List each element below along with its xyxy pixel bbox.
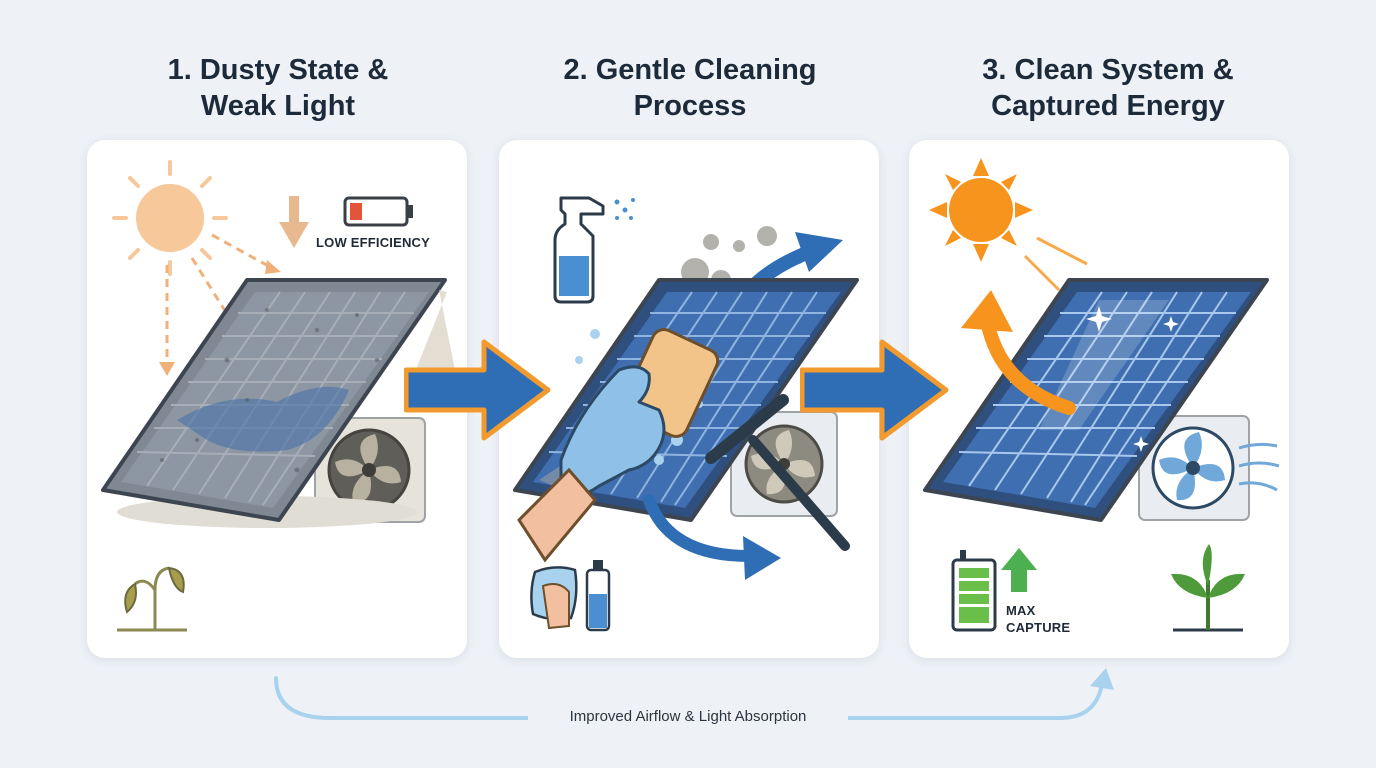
cloth-icon [530,566,578,630]
healthy-plant-icon [1171,544,1245,632]
down-arrow-icon [279,196,309,248]
solar-panel-icon [101,278,455,522]
step-1-title-line-1: 1. Dusty State & [167,54,389,86]
footer-flow-arrow [274,668,1114,720]
flow-arrow-2-to-3 [800,339,949,441]
strong-light-ray [1023,236,1088,292]
cleaner-bottle-icon [585,560,611,632]
step-2-title: 2. Gentle Cleaning Process [500,52,880,124]
fan-icon [314,417,426,523]
step-1-title-line-2: Weak Light [200,90,356,122]
curved-arrow-icon-lower [643,494,781,580]
max-capture-label-line-1: MAX [1006,603,1036,618]
weak-light-ray [165,233,273,371]
wilted-plant-icon [117,566,187,632]
spray-bottle-icon [553,196,635,304]
step-3-title-line-1: 3. Clean System & [982,54,1234,86]
battery-full-icon [951,550,997,632]
glove-icon [517,365,666,563]
max-capture-label: MAX CAPTURE [1006,602,1070,636]
footer-caption: Improved Airflow & Light Absorption [528,708,848,725]
airflow-icon [1238,442,1280,492]
step-3-title-line-2: Captured Energy [991,90,1225,122]
low-efficiency-label: LOW EFFICIENCY [316,235,431,250]
fan-icon [1138,415,1250,521]
battery-low-icon [343,196,413,227]
energy-arrow-icon [961,290,1076,415]
max-capture-label-line-2: CAPTURE [1006,620,1071,635]
sun-icon [112,160,228,276]
step-1-title: 1. Dusty State & Weak Light [88,52,468,124]
sun-icon [929,158,1033,262]
step-2-title-line-2: Process [633,90,747,122]
flow-arrow-1-to-2 [404,339,551,441]
step-2-title-line-1: 2. Gentle Cleaning [563,54,817,86]
step-3-title: 3. Clean System & Captured Energy [918,52,1298,124]
solar-panel-icon [923,278,1269,522]
step-3-card: MAX CAPTURE [909,140,1289,658]
up-arrow-icon [1001,548,1037,592]
squeegee-icon [705,394,850,551]
